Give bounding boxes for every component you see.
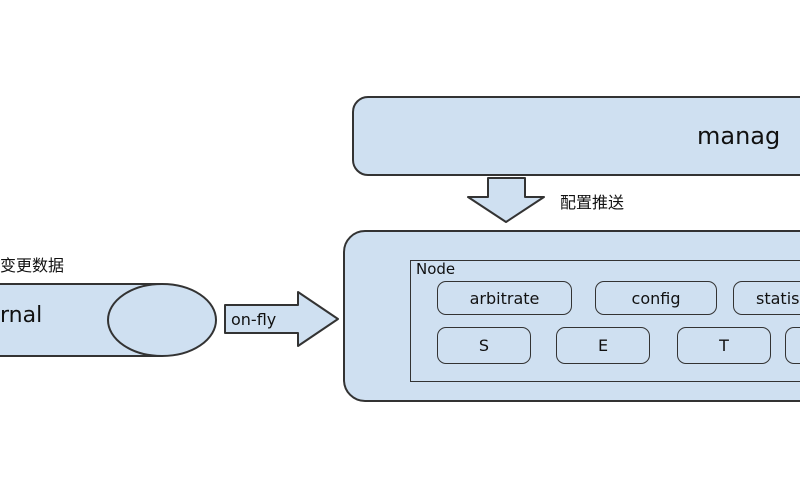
e-box: E (556, 327, 650, 364)
onfly-arrow (224, 291, 339, 347)
push-arrow (467, 177, 545, 223)
push-label: 配置推送 (560, 193, 625, 212)
t-box: T (677, 327, 771, 364)
node-outer-box (343, 230, 800, 402)
statis-box: statis (733, 281, 800, 315)
journal-cylinder-cap (107, 283, 217, 357)
l-box: L (785, 327, 800, 364)
config-box: config (595, 281, 717, 315)
journal-label: rnal (0, 303, 43, 328)
node-title: Node (416, 260, 456, 278)
manager-box (352, 96, 800, 176)
onfly-label: on-fly (231, 310, 277, 329)
s-box: S (437, 327, 531, 364)
node-inner-box (410, 260, 800, 382)
arbitrate-box: arbitrate (437, 281, 572, 315)
change-data-label: 变更数据 (0, 256, 65, 275)
manager-label: manag (697, 122, 781, 150)
